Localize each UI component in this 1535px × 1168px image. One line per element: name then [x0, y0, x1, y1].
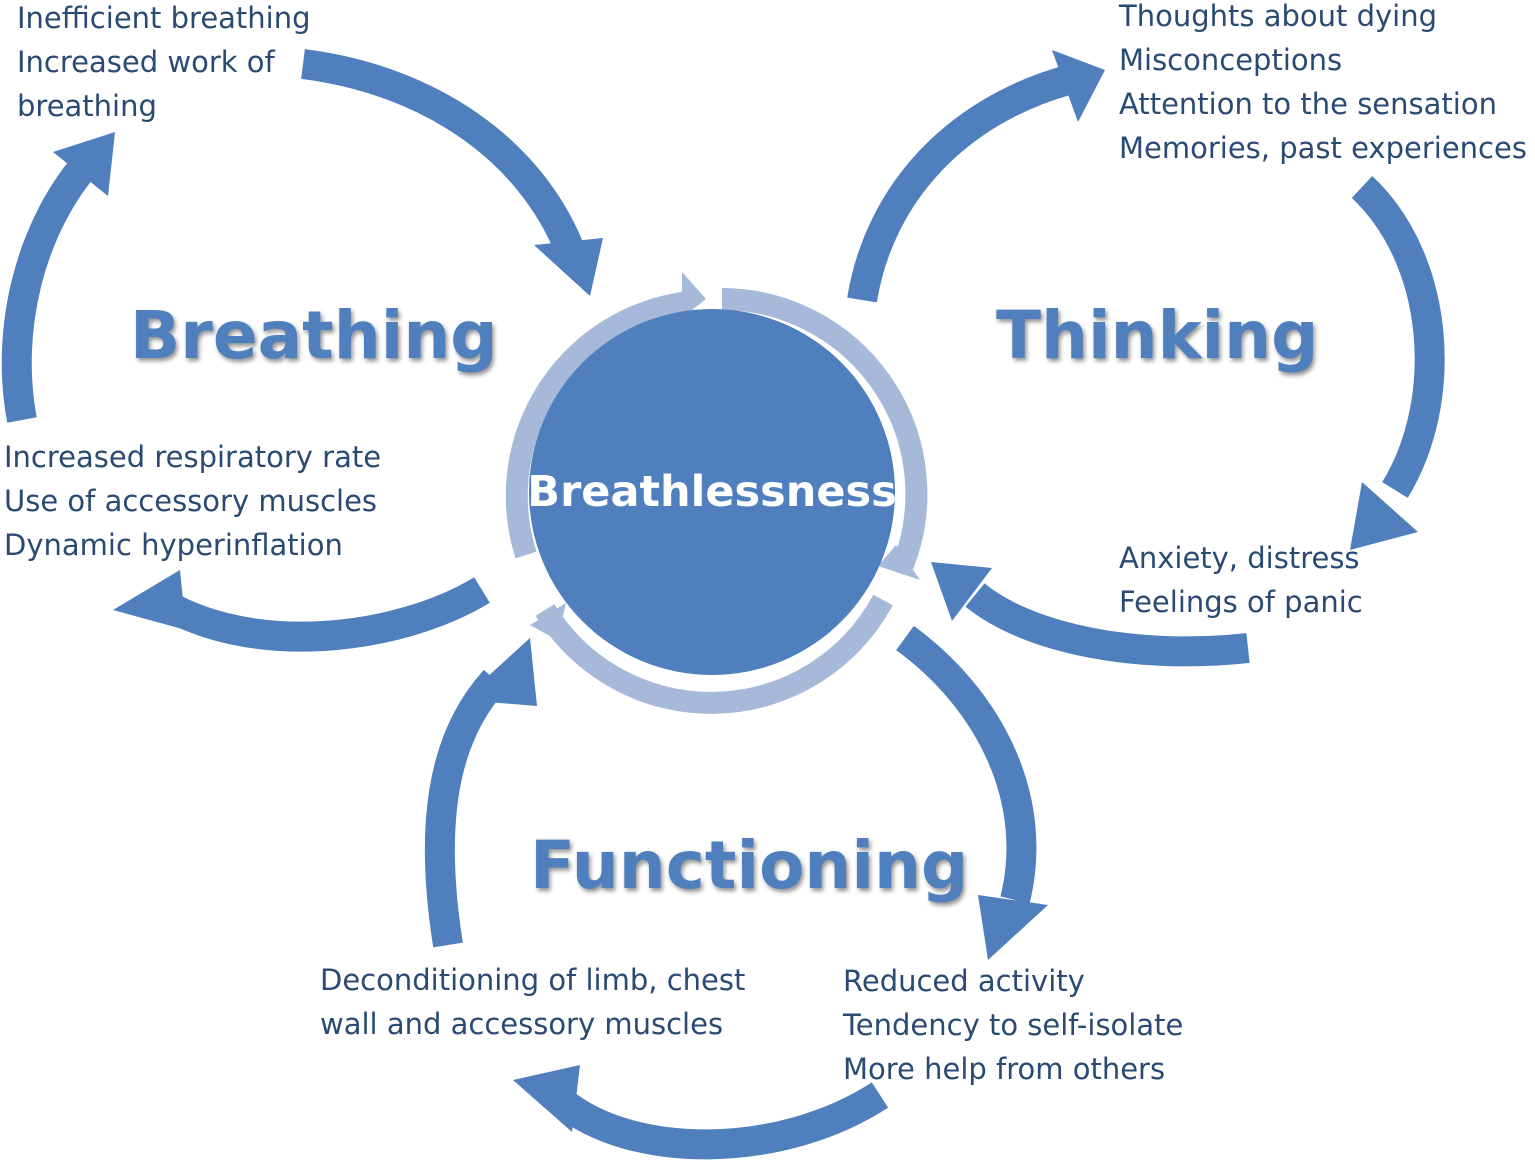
ring-segment-top-right: [721, 288, 928, 569]
thinking-bottom-text: Anxiety, distress Feelings of panic: [1119, 536, 1363, 624]
text-line: Increased respiratory rate: [4, 440, 382, 474]
text-line: Increased work of: [17, 45, 275, 79]
arrowhead-breathing-left: [53, 132, 115, 196]
arrow-breathing-bottom: [146, 577, 490, 652]
arrowhead-functioning-right: [978, 895, 1048, 960]
arrowhead-thinking-bottom: [931, 562, 992, 621]
arrowhead-functioning-bottom: [513, 1065, 580, 1132]
text-line: wall and accessory muscles: [320, 1007, 724, 1041]
text-line: Misconceptions: [1119, 43, 1343, 77]
thinking-label: Thinking: [996, 297, 1319, 374]
text-line: Feelings of panic: [1119, 585, 1363, 619]
arrowhead-functioning-left: [462, 638, 537, 706]
ring-arrowheads: [530, 272, 920, 640]
arrow-thinking-bottom: [965, 583, 1250, 667]
arrow-thinking-top: [847, 65, 1073, 303]
functioning-right-text: Reduced activity Tendency to self-isolat…: [843, 959, 1183, 1091]
breathing-bottom-text: Increased respiratory rate Use of access…: [4, 435, 381, 567]
arrow-breathing-left: [1, 155, 97, 423]
text-line: Thoughts about dying: [1119, 0, 1438, 33]
center-circle: [529, 309, 895, 675]
arrowhead-thinking-right: [1350, 482, 1418, 550]
arrow-functioning-bottom: [550, 1082, 889, 1160]
arrowhead-breathing-top: [534, 238, 603, 296]
ring-segment-bottom: [535, 594, 893, 714]
ring-arrowhead-top: [682, 272, 706, 318]
text-line: Attention to the sensation: [1119, 87, 1497, 121]
text-line: More help from others: [843, 1052, 1166, 1086]
arrow-thinking-right: [1351, 176, 1445, 498]
functioning-label: Functioning: [530, 827, 969, 904]
text-line: Deconditioning of limb, chest: [320, 963, 746, 997]
text-line: breathing: [17, 89, 157, 123]
arrowhead-breathing-bottom: [113, 570, 186, 630]
text-line: Dynamic hyperinflation: [4, 528, 343, 562]
text-line: Tendency to self-isolate: [843, 1008, 1184, 1042]
thinking-top-text: Thoughts about dying Misconceptions Atte…: [1119, 0, 1527, 170]
arrow-breathing-top: [301, 49, 584, 256]
text-line: Inefficient breathing: [17, 1, 311, 35]
text-line: Memories, past experiences: [1119, 131, 1527, 165]
cycle-arrowheads: [53, 50, 1418, 1132]
cycle-arrows: [1, 49, 1445, 1160]
ring-arrowhead-right: [878, 545, 920, 580]
breathing-label: Breathing: [130, 297, 498, 374]
center-ring: [505, 288, 928, 714]
arrow-functioning-left: [424, 669, 507, 948]
arrow-functioning-right: [896, 625, 1037, 904]
text-line: Anxiety, distress: [1119, 541, 1360, 575]
text-line: Use of accessory muscles: [4, 484, 378, 518]
ring-segment-top-left: [505, 291, 692, 559]
arrowhead-thinking-top: [1052, 50, 1105, 122]
text-line: Reduced activity: [843, 964, 1085, 998]
ring-arrowhead-left: [530, 603, 566, 640]
center-label: Breathlessness: [527, 467, 897, 517]
breathing-top-text: Inefficient breathing Increased work of …: [17, 0, 311, 128]
functioning-left-text: Deconditioning of limb, chest wall and a…: [320, 958, 745, 1046]
